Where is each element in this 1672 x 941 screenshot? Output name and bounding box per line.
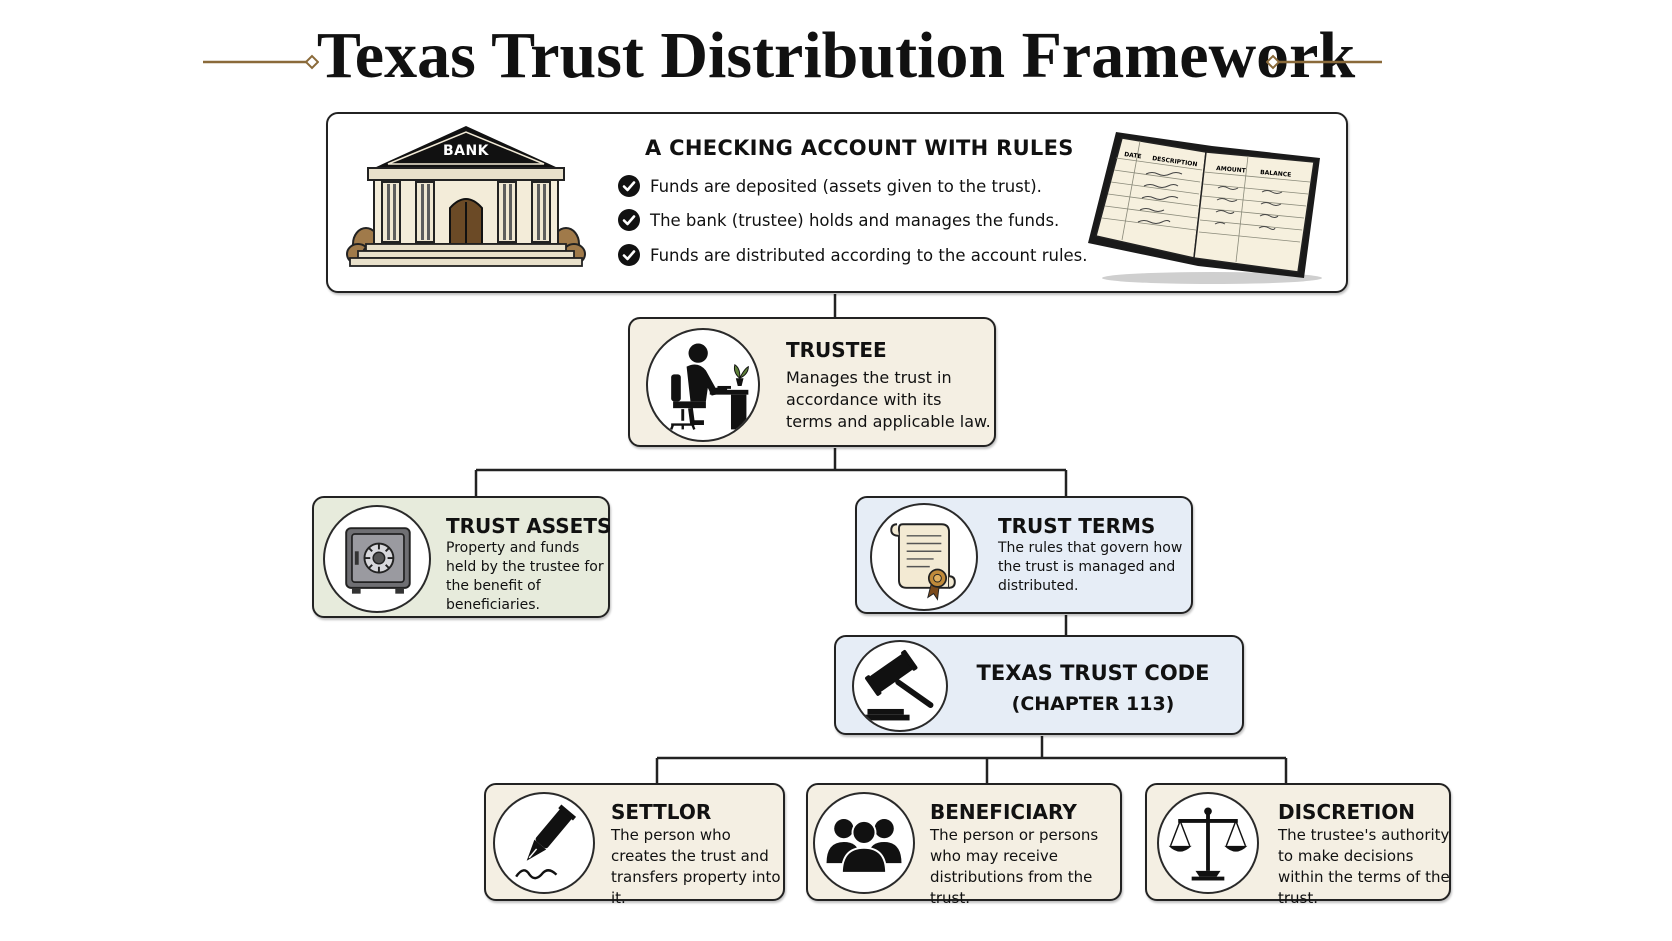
rule-text: Funds are distributed according to the a… — [650, 245, 1088, 265]
trust-terms-description: The rules that govern how the trust is m… — [998, 540, 1183, 594]
settlor-description: The person who creates the trust and tra… — [611, 826, 781, 907]
trust-assets-description: Property and funds held by the trustee f… — [446, 540, 604, 613]
rule-item-3: Funds are distributed according to the a… — [618, 243, 1088, 267]
ledger-col-balance: BALANCE — [1260, 169, 1292, 179]
rule-item-2: The bank (trustee) holds and manages the… — [618, 208, 1059, 232]
ledger-col-amount: AMOUNT — [1216, 165, 1247, 175]
scales-icon — [1168, 807, 1248, 881]
bank-building-icon — [346, 126, 586, 267]
page-title: Texas Trust Distribution Framework — [316, 19, 1356, 92]
gavel-icon — [861, 650, 934, 721]
title-ornament-left — [203, 54, 319, 70]
person-at-desk-icon — [670, 343, 749, 430]
trustee-icon-circle — [646, 328, 760, 442]
texas-trust-code-subheading: (CHAPTER 113) — [1011, 693, 1175, 715]
rule-text: The bank (trustee) holds and manages the… — [650, 210, 1060, 230]
trust-assets-heading: TRUST ASSETS — [446, 514, 612, 538]
checkmark-icon — [618, 209, 640, 231]
texas-trust-code-icon-circle — [852, 640, 948, 732]
trust-terms-heading: TRUST TERMS — [998, 514, 1156, 538]
beneficiary-heading: BENEFICIARY — [930, 800, 1077, 824]
checkmark-icon — [618, 244, 640, 266]
title-ornament-right — [1266, 54, 1382, 70]
trustee-description: Manages the trust in accordance with its… — [786, 368, 991, 431]
group-icon — [826, 818, 902, 874]
discretion-heading: DISCRETION — [1278, 800, 1416, 824]
title-row: Texas Trust Distribution Framework — [0, 0, 1672, 120]
rule-text: Funds are deposited (assets given to the… — [650, 176, 1042, 196]
trust-terms-icon-circle — [870, 503, 978, 611]
account-heading: A CHECKING ACCOUNT WITH RULES — [645, 136, 1074, 160]
checkmark-icon — [618, 175, 640, 197]
settlor-heading: SETTLOR — [611, 800, 712, 824]
pen-icon — [515, 804, 577, 880]
bank-sign: BANK — [442, 143, 490, 159]
ledger-book-icon: DATE DESCRIPTION AMOUNT BALANCE — [1088, 132, 1322, 284]
trust-assets-icon-circle — [323, 505, 431, 613]
texas-trust-code-heading: TEXAS TRUST CODE — [976, 661, 1210, 685]
discretion-icon-circle — [1157, 792, 1259, 894]
scroll-icon — [890, 523, 956, 601]
discretion-description: The trustee's authority to make decision… — [1278, 826, 1450, 907]
trustee-heading: TRUSTEE — [786, 338, 887, 362]
ledger-col-date: DATE — [1124, 151, 1142, 160]
beneficiary-icon-circle — [813, 792, 915, 894]
beneficiary-description: The person or persons who may receive di… — [930, 826, 1099, 907]
settlor-icon-circle — [493, 792, 595, 894]
safe-icon — [345, 527, 411, 594]
rule-item-1: Funds are deposited (assets given to the… — [618, 174, 1042, 198]
